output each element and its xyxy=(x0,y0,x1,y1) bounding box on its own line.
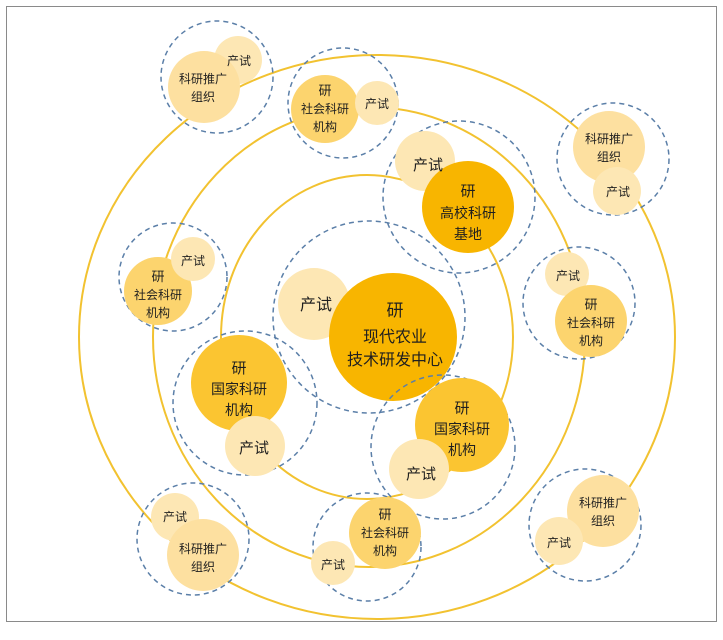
center-trial-label: 产试 xyxy=(300,295,332,314)
social-left-research-label: 研 xyxy=(151,270,164,285)
social-right-title-line1: 社会科研 xyxy=(567,315,615,330)
social-right-title-line2: 机构 xyxy=(579,333,603,348)
university-node: 产试 研 高校科研 基地 xyxy=(382,120,536,274)
social-right-trial-circle xyxy=(545,252,589,296)
promotion-tr-title-line1: 科研推广 xyxy=(585,132,633,146)
national-right-dashed-boundary xyxy=(370,374,516,520)
national-left-title-line1: 国家科研 xyxy=(211,381,267,398)
center-research-label: 研 xyxy=(387,301,404,321)
social-node-top: 研 社会科研 机构 产试 xyxy=(287,47,399,159)
social-bottom-research-circle xyxy=(349,497,421,569)
outer-ring xyxy=(78,54,676,620)
social-bottom-dashed-boundary xyxy=(312,492,422,602)
center-research-circle xyxy=(329,273,457,401)
promotion-node-top-left: 产试 科研推广 组织 xyxy=(160,20,274,134)
national-node-right: 研 国家科研 机构 产试 xyxy=(370,374,516,520)
promotion-bl-dashed-boundary xyxy=(136,482,250,596)
social-right-trial-label: 产试 xyxy=(556,268,580,283)
promotion-tr-trial-circle xyxy=(593,167,641,215)
national-right-research-label: 研 xyxy=(454,399,469,417)
promotion-br-title-line1: 科研推广 xyxy=(579,496,627,510)
promotion-bl-trial-label: 产试 xyxy=(163,509,187,524)
social-node-right: 产试 研 社会科研 机构 xyxy=(522,246,636,360)
promotion-tr-trial-label: 产试 xyxy=(606,184,630,199)
ecosystem-diagram: 产试 研 现代农业 技术研发中心 产试 研 高校科研 基地 研 国家科研 机构 … xyxy=(78,20,676,620)
university-title-line2: 基地 xyxy=(454,226,482,243)
center-title-line2: 技术研发中心 xyxy=(347,350,443,369)
national-right-trial-label: 产试 xyxy=(406,465,436,483)
university-research-label: 研 xyxy=(460,182,475,200)
promotion-node-bottom-right: 科研推广 组织 产试 xyxy=(528,468,642,582)
inner-ring xyxy=(220,174,514,500)
promotion-tr-circle xyxy=(573,111,645,183)
national-right-trial-circle xyxy=(389,439,449,499)
national-left-trial-label: 产试 xyxy=(239,439,269,457)
social-right-research-label: 研 xyxy=(584,298,597,313)
promotion-tl-title-line2: 组织 xyxy=(191,90,215,104)
social-top-research-label: 研 xyxy=(318,84,331,99)
promotion-node-top-right: 科研推广 组织 产试 xyxy=(556,102,670,216)
university-dashed-boundary xyxy=(382,120,536,274)
center-title-line1: 现代农业 xyxy=(363,327,427,346)
social-node-left: 产试 研 社会科研 机构 xyxy=(118,222,228,332)
national-right-title-line1: 国家科研 xyxy=(434,421,490,438)
social-node-bottom: 研 社会科研 机构 产试 xyxy=(311,492,422,602)
center-dashed-boundary xyxy=(272,220,466,414)
promotion-tl-circle xyxy=(168,51,240,123)
university-trial-label: 产试 xyxy=(413,156,443,174)
university-title-line1: 高校科研 xyxy=(440,205,496,222)
promotion-tr-title-line2: 组织 xyxy=(597,150,621,164)
national-left-research-label: 研 xyxy=(231,359,246,377)
national-node-left: 研 国家科研 机构 产试 xyxy=(172,330,318,476)
social-top-research-circle xyxy=(291,75,359,143)
social-top-title-line2: 机构 xyxy=(313,119,337,134)
social-bottom-title-line2: 机构 xyxy=(373,543,397,558)
promotion-br-trial-circle xyxy=(535,517,583,565)
social-right-dashed-boundary xyxy=(522,246,636,360)
promotion-bl-title-line2: 组织 xyxy=(191,560,215,574)
social-left-trial-circle xyxy=(171,237,215,281)
social-left-trial-label: 产试 xyxy=(181,253,205,268)
promotion-tl-title-line1: 科研推广 xyxy=(179,72,227,86)
promotion-br-circle xyxy=(567,475,639,547)
social-right-research-circle xyxy=(555,285,627,357)
promotion-tr-dashed-boundary xyxy=(556,102,670,216)
social-left-research-circle xyxy=(124,257,192,325)
promotion-br-trial-label: 产试 xyxy=(547,535,571,550)
national-left-dashed-boundary xyxy=(172,330,318,476)
social-top-trial-label: 产试 xyxy=(365,96,389,111)
university-research-circle xyxy=(422,161,514,253)
social-bottom-research-label: 研 xyxy=(378,508,391,523)
promotion-bl-circle xyxy=(167,519,239,591)
promotion-bl-title-line1: 科研推广 xyxy=(179,542,227,556)
promotion-tl-trial-label: 产试 xyxy=(227,53,251,68)
promotion-br-title-line2: 组织 xyxy=(591,514,615,528)
social-left-title-line2: 机构 xyxy=(146,305,170,320)
social-left-title-line1: 社会科研 xyxy=(134,287,182,302)
promotion-tl-dashed-boundary xyxy=(160,20,274,134)
national-right-title-line2: 机构 xyxy=(448,443,476,459)
social-bottom-title-line1: 社会科研 xyxy=(361,525,409,540)
national-left-trial-circle xyxy=(225,416,285,476)
social-bottom-trial-circle xyxy=(311,541,355,585)
social-top-title-line1: 社会科研 xyxy=(301,101,349,116)
promotion-node-bottom-left: 产试 科研推广 组织 xyxy=(136,482,250,596)
diagram-frame: 产试 研 现代农业 技术研发中心 产试 研 高校科研 基地 研 国家科研 机构 … xyxy=(6,6,717,622)
social-bottom-trial-label: 产试 xyxy=(321,557,345,572)
promotion-br-dashed-boundary xyxy=(528,468,642,582)
national-left-research-circle xyxy=(191,335,287,431)
social-top-trial-circle xyxy=(355,81,399,125)
social-left-dashed-boundary xyxy=(118,222,228,332)
center-node: 产试 研 现代农业 技术研发中心 xyxy=(272,220,466,414)
national-left-title-line2: 机构 xyxy=(225,403,253,419)
